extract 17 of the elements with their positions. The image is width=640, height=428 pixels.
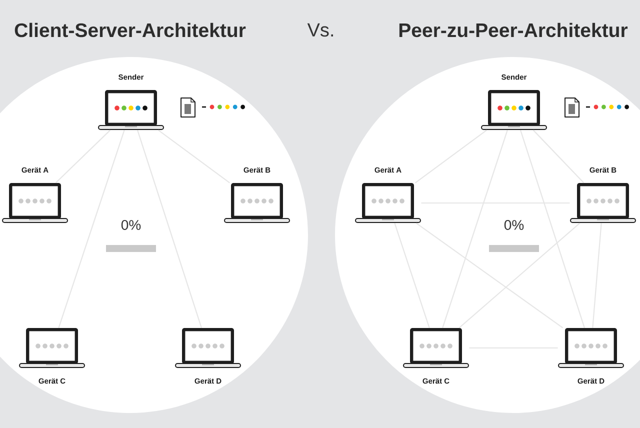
connector-line — [592, 223, 602, 328]
heading: Client-Server-Architektur — [14, 22, 246, 38]
percent-text: 0% — [504, 220, 524, 230]
connector-line — [442, 130, 508, 328]
connector-line — [55, 130, 111, 184]
connector-line — [137, 130, 202, 328]
connector-line — [458, 222, 580, 328]
connector-line — [416, 222, 564, 328]
percent-text: 0% — [121, 220, 141, 230]
connector-line — [520, 130, 585, 328]
connector-line — [394, 223, 430, 328]
connector-line — [58, 130, 125, 328]
connector-line — [532, 130, 584, 184]
connector-line — [415, 130, 487, 184]
heading: Peer-zu-Peer-Architektur — [399, 22, 628, 38]
versus-text: Vs. — [307, 23, 333, 37]
connector-line — [158, 130, 230, 184]
